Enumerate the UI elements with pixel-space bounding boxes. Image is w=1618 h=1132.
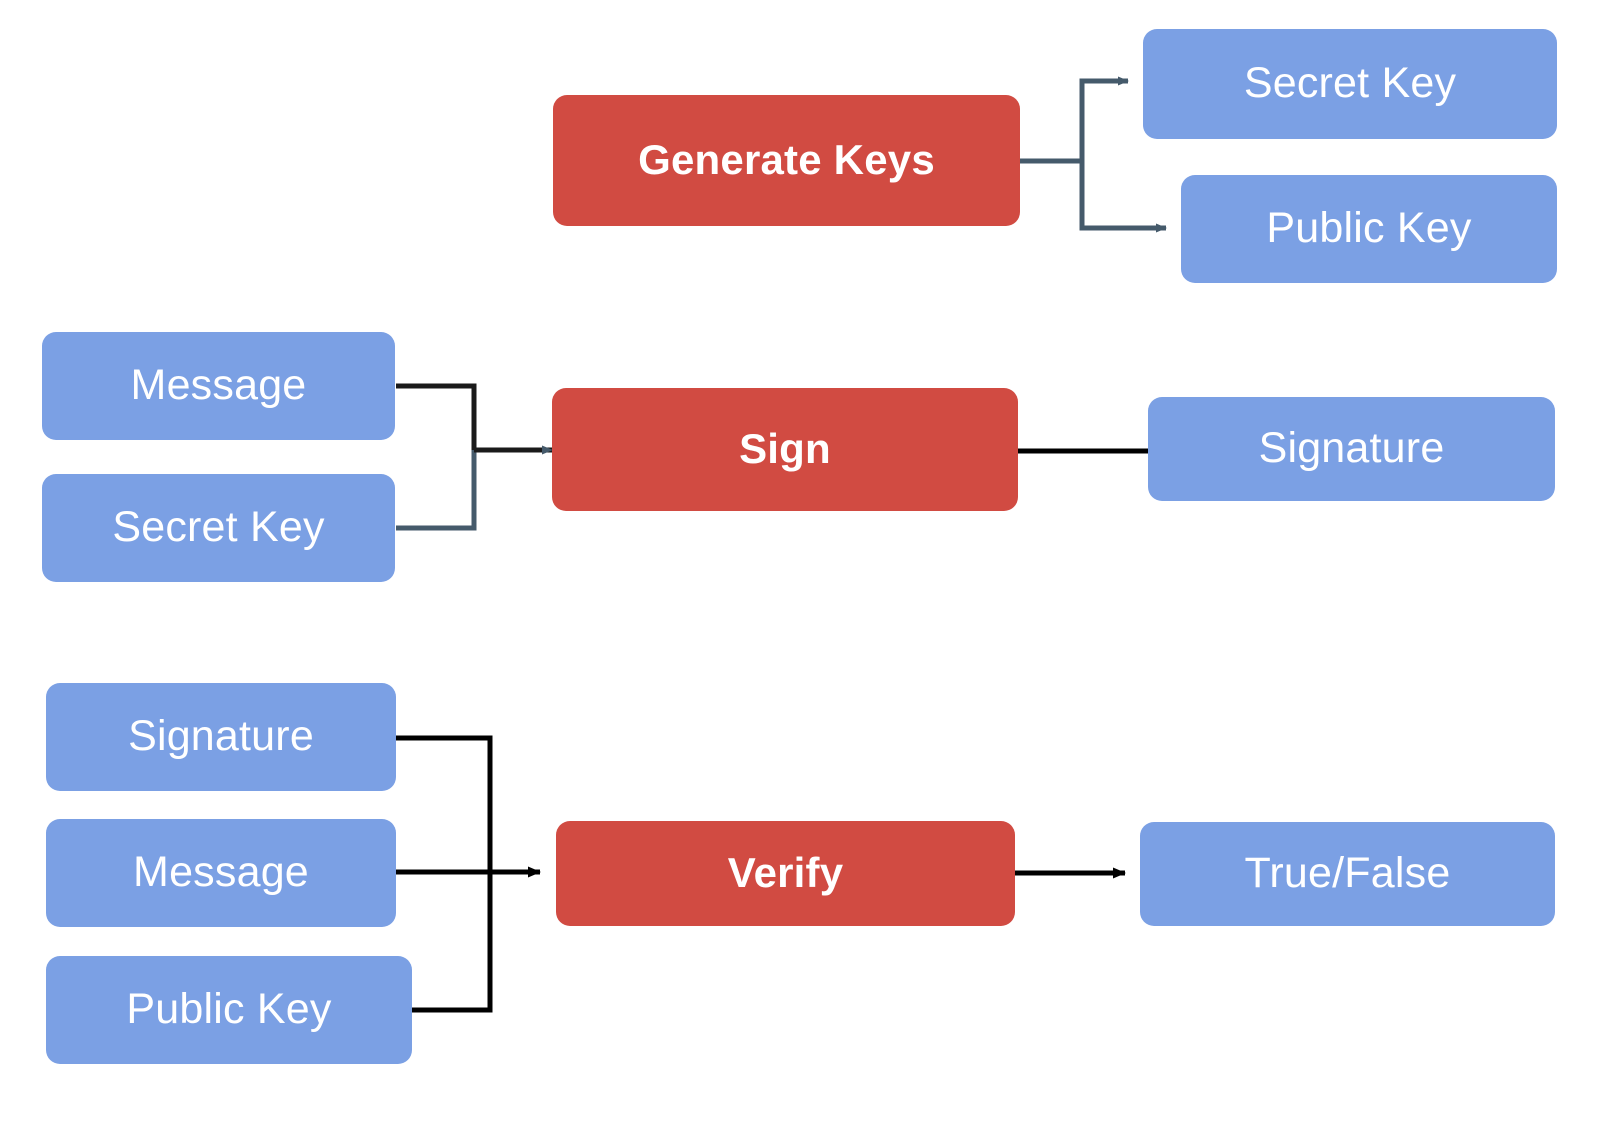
node-verify-input-public-key[interactable]: Public Key: [46, 956, 412, 1064]
node-sign-input-message-label: Message: [130, 361, 307, 410]
node-verify-label: Verify: [727, 849, 844, 897]
node-sign[interactable]: Sign: [552, 388, 1018, 511]
node-generate-keys[interactable]: Generate Keys: [553, 95, 1020, 226]
node-verify-input-signature[interactable]: Signature: [46, 683, 396, 791]
node-verify[interactable]: Verify: [556, 821, 1015, 926]
node-verify-output-truefalse[interactable]: True/False: [1140, 822, 1555, 926]
connector-inputs-to-sign: [396, 383, 553, 531]
node-sign-output-signature[interactable]: Signature: [1148, 397, 1555, 501]
node-verify-input-message-label: Message: [133, 848, 309, 897]
node-secret-key-output[interactable]: Secret Key: [1143, 29, 1557, 139]
node-verify-input-message[interactable]: Message: [46, 819, 396, 927]
node-secret-key-output-label: Secret Key: [1243, 59, 1457, 108]
node-generate-keys-label: Generate Keys: [638, 136, 935, 184]
node-verify-input-signature-label: Signature: [128, 712, 314, 761]
node-public-key-output[interactable]: Public Key: [1181, 175, 1557, 283]
connector-inputs-to-verify: [396, 735, 541, 1013]
node-verify-output-truefalse-label: True/False: [1244, 849, 1451, 898]
node-sign-output-signature-label: Signature: [1258, 424, 1445, 473]
node-verify-input-public-key-label: Public Key: [126, 985, 332, 1034]
node-sign-input-message[interactable]: Message: [42, 332, 395, 440]
node-sign-input-secret-key-label: Secret Key: [112, 503, 325, 552]
node-public-key-output-label: Public Key: [1266, 204, 1472, 253]
node-sign-label: Sign: [739, 425, 831, 473]
node-sign-input-secret-key[interactable]: Secret Key: [42, 474, 395, 582]
